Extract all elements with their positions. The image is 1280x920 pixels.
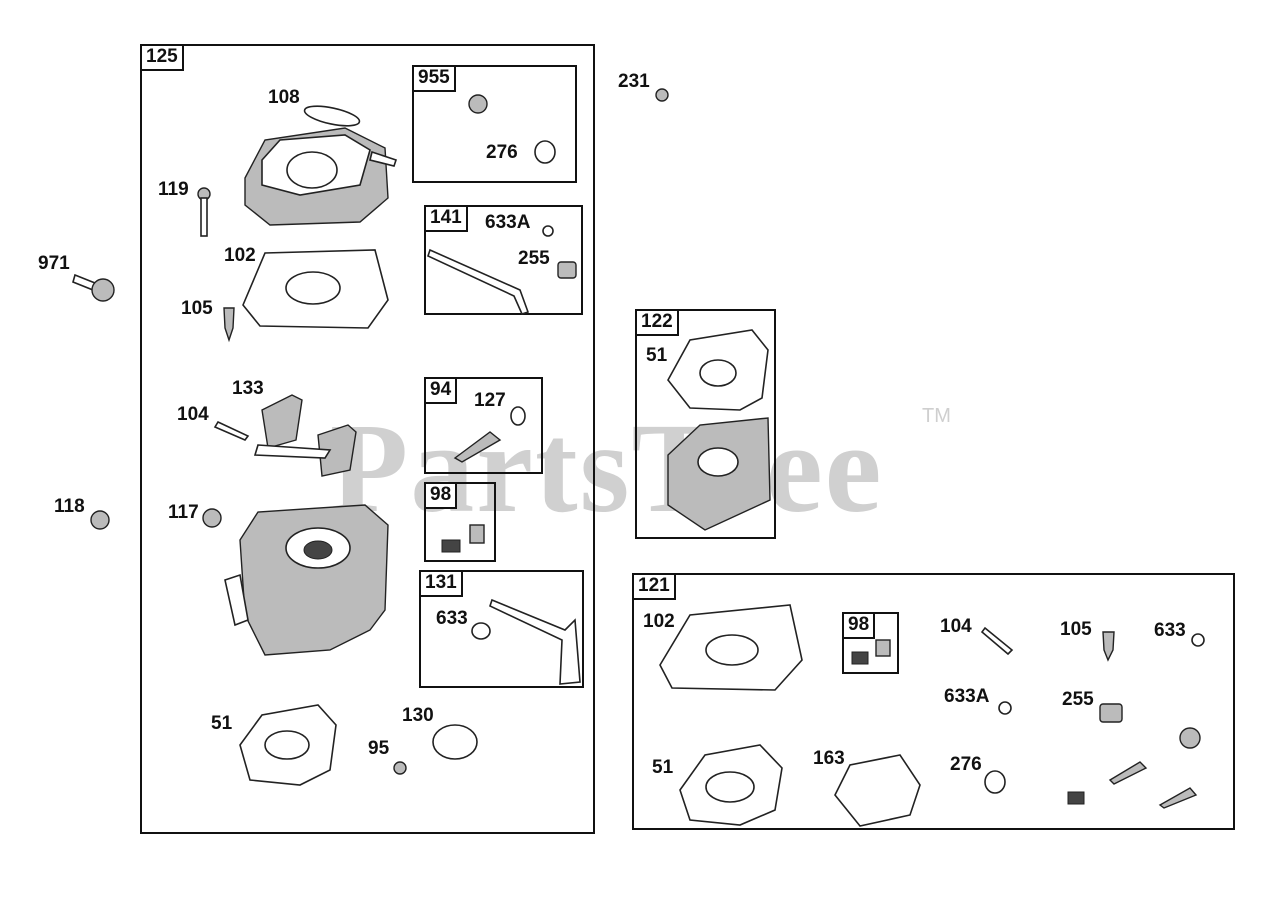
callout-276-kit[interactable]: 276 (950, 754, 982, 775)
group-box-131: 131 (419, 570, 584, 688)
group-box-98-top: 98 (424, 482, 496, 562)
part-105-needle (223, 307, 235, 343)
part-127-oring (510, 406, 526, 426)
group-tag-121[interactable]: 121 (632, 573, 676, 600)
part-231-screw (655, 88, 669, 102)
group-box-98-right: 98 (842, 612, 899, 674)
callout-163[interactable]: 163 (813, 748, 845, 769)
part-95-screw (393, 761, 407, 775)
part-121-spring-b (1067, 791, 1085, 805)
part-carb-body (224, 504, 389, 656)
callout-276[interactable]: 276 (486, 142, 518, 163)
part-121-screw-a (1108, 761, 1148, 785)
watermark-trademark: TM (922, 405, 951, 427)
part-98-spring (441, 539, 461, 553)
callout-633[interactable]: 633 (436, 608, 468, 629)
part-633-seal (471, 622, 491, 640)
part-118-plug (90, 510, 110, 530)
callout-117[interactable]: 117 (168, 502, 199, 523)
part-121-washer-276 (984, 770, 1006, 794)
callout-51-kit[interactable]: 51 (646, 345, 668, 366)
part-117-plug (202, 508, 222, 528)
part-121-washer-633A (998, 701, 1012, 715)
callout-108[interactable]: 108 (268, 87, 300, 108)
callout-104-kit[interactable]: 104 (940, 616, 972, 637)
part-131-shaft (489, 598, 581, 685)
callout-127[interactable]: 127 (474, 390, 506, 411)
part-121-pin-104 (980, 626, 1014, 656)
part-98-screw (469, 524, 485, 544)
group-box-141: 141 (424, 205, 583, 315)
callout-255-kit[interactable]: 255 (1062, 689, 1094, 710)
group-tag-125[interactable]: 125 (140, 44, 184, 71)
group-tag-94[interactable]: 94 (424, 377, 458, 404)
watermark-text: PartsTree (330, 397, 884, 539)
part-121-screw-b (1158, 787, 1198, 809)
callout-971[interactable]: 971 (38, 253, 70, 274)
part-955-plug (468, 94, 488, 114)
part-carb-cover (244, 127, 398, 226)
part-94-needle (453, 431, 502, 463)
group-box-125: 125 (140, 44, 595, 834)
callout-119[interactable]: 119 (158, 179, 189, 200)
callout-102-kit[interactable]: 102 (643, 611, 675, 632)
callout-231[interactable]: 231 (618, 71, 650, 92)
group-box-955: 955 (412, 65, 577, 183)
group-tag-955[interactable]: 955 (412, 65, 456, 92)
group-tag-98-right[interactable]: 98 (842, 612, 876, 639)
part-255-bushing (557, 261, 577, 279)
callout-633A-kit[interactable]: 633A (944, 686, 990, 707)
part-108-gasket (303, 105, 361, 127)
callout-133[interactable]: 133 (232, 378, 264, 399)
part-121-gasket-163 (834, 754, 921, 827)
part-119-screw (197, 187, 211, 237)
callout-255[interactable]: 255 (518, 248, 550, 269)
part-130-disc (432, 724, 478, 760)
group-box-121: 121 (632, 573, 1235, 830)
part-121-nut (1179, 727, 1201, 749)
part-104-pin (213, 420, 250, 441)
callout-105-kit[interactable]: 105 (1060, 619, 1092, 640)
part-141-shaft (427, 248, 530, 315)
callout-633-kit[interactable]: 633 (1154, 620, 1186, 641)
group-box-122: 122 (635, 309, 776, 539)
part-276-washer (534, 140, 556, 164)
part-121-spring (851, 651, 869, 665)
part-121-washer-633 (1191, 633, 1205, 647)
group-tag-131[interactable]: 131 (419, 570, 463, 597)
group-tag-122[interactable]: 122 (635, 309, 679, 336)
part-121-bushing-255 (1099, 703, 1123, 723)
callout-633A[interactable]: 633A (485, 212, 531, 233)
group-tag-98-top[interactable]: 98 (424, 482, 458, 509)
callout-51[interactable]: 51 (211, 713, 233, 734)
group-box-94: 94 (424, 377, 543, 474)
callout-118[interactable]: 118 (54, 496, 85, 517)
callout-130[interactable]: 130 (402, 705, 434, 726)
callout-105[interactable]: 105 (181, 298, 213, 319)
callout-51-kit-b[interactable]: 51 (652, 757, 674, 778)
part-121-needle-105 (1102, 631, 1115, 662)
part-971-bolt (72, 273, 115, 302)
part-633A-washer (542, 225, 554, 237)
part-133-float (253, 394, 357, 477)
group-tag-141[interactable]: 141 (424, 205, 468, 232)
part-121-screw (875, 639, 891, 657)
callout-104[interactable]: 104 (177, 404, 209, 425)
callout-102[interactable]: 102 (224, 245, 256, 266)
callout-95[interactable]: 95 (368, 738, 390, 759)
